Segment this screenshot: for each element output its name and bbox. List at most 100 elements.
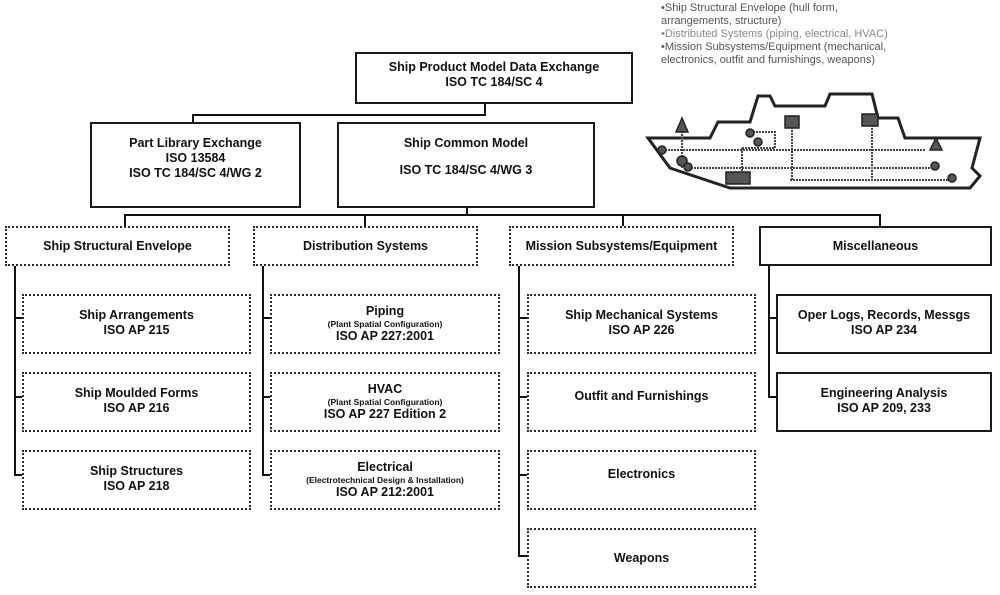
part-library-node: Part Library Exchange ISO 13584 ISO TC 1… (90, 122, 301, 208)
legend-line: •Mission Subsystems/Equipment (mechanica… (661, 41, 887, 53)
node-code: ISO 13584 (165, 151, 226, 165)
item-hvac: HVAC (Plant Spatial Configuration) ISO A… (270, 372, 500, 432)
category-title: Miscellaneous (832, 238, 919, 253)
item-subtitle: (Electrotechnical Design & Installation) (306, 475, 464, 485)
component-icon (930, 161, 940, 171)
category-title: Mission Subsystems/Equipment (525, 238, 718, 253)
connector-line (192, 114, 194, 122)
item-engineering-analysis: Engineering Analysis ISO AP 209, 233 (776, 372, 992, 432)
item-ship-structures: Ship Structures ISO AP 218 (22, 450, 251, 510)
connector-line (124, 214, 126, 226)
root-node: Ship Product Model Data Exchange ISO TC … (355, 52, 633, 104)
node-title: Part Library Exchange (129, 136, 262, 150)
ship-illustration (645, 92, 983, 190)
item-title: HVAC (367, 382, 403, 396)
connector-line (262, 474, 272, 476)
component-icon (745, 128, 755, 138)
connector-line (14, 317, 24, 319)
connector-line (466, 207, 468, 215)
ship-common-model-node: Ship Common Model ISO TC 184/SC 4/WG 3 (337, 122, 595, 208)
connector-line (768, 396, 778, 398)
legend-line: arrangements, structure) (661, 15, 782, 27)
item-title: Electrical (357, 460, 413, 474)
connector-line (622, 214, 624, 226)
ship-hull-outline (645, 92, 983, 190)
node-title: Ship Product Model Data Exchange (388, 60, 600, 74)
item-title: Ship Structures (89, 464, 184, 478)
item-title: Oper Logs, Records, Messgs (797, 308, 971, 322)
connector-line (518, 474, 528, 476)
equipment-icon (725, 171, 751, 185)
item-outfit-and-furnishings: Outfit and Furnishings (527, 372, 756, 432)
component-icon (947, 173, 957, 183)
equipment-icon (861, 113, 879, 127)
item-ship-moulded-forms: Ship Moulded Forms ISO AP 216 (22, 372, 251, 432)
component-icon (657, 145, 667, 155)
category-distribution-systems: Distribution Systems (253, 226, 478, 266)
system-line (742, 131, 776, 149)
legend-line: •Distributed Systems (piping, electrical… (661, 28, 888, 40)
connector-line (14, 396, 24, 398)
category-title: Distribution Systems (302, 238, 429, 253)
connector-line (124, 214, 881, 216)
item-code: ISO AP 227 Edition 2 (323, 407, 447, 421)
node-code: ISO TC 184/SC 4 (445, 75, 543, 89)
item-ship-arrangements: Ship Arrangements ISO AP 215 (22, 294, 251, 354)
item-code: ISO AP 226 (608, 323, 675, 337)
item-ship-mechanical-systems: Ship Mechanical Systems ISO AP 226 (527, 294, 756, 354)
item-title: Outfit and Furnishings (574, 389, 709, 403)
category-miscellaneous: Miscellaneous (759, 226, 992, 266)
item-code: ISO AP 212:2001 (336, 485, 434, 499)
item-piping: Piping (Plant Spatial Configuration) ISO… (270, 294, 500, 354)
category-title: Ship Structural Envelope (43, 238, 192, 253)
category-ship-structural-envelope: Ship Structural Envelope (5, 226, 230, 266)
item-title: Engineering Analysis (820, 386, 948, 400)
legend-line: •Ship Structural Envelope (hull form, (661, 2, 838, 14)
component-icon (753, 137, 763, 147)
item-title: Ship Mechanical Systems (565, 308, 718, 322)
item-electronics: Electronics (527, 450, 756, 510)
node-title: Ship Common Model (403, 136, 529, 150)
item-title: Electronics (607, 467, 676, 481)
item-oper-logs: Oper Logs, Records, Messgs ISO AP 234 (776, 294, 992, 354)
connector-line (768, 266, 770, 396)
item-weapons: Weapons (527, 528, 756, 588)
item-title: Piping (365, 304, 405, 318)
category-mission-subsystems: Mission Subsystems/Equipment (509, 226, 734, 266)
connector-line (262, 396, 272, 398)
item-title: Ship Arrangements (79, 308, 194, 322)
component-icon (676, 155, 688, 167)
item-electrical: Electrical (Electrotechnical Design & In… (270, 450, 500, 510)
connector-line (484, 104, 486, 116)
legend-line: electronics, outfit and furnishings, wea… (661, 54, 876, 66)
item-code: ISO AP 234 (850, 323, 917, 337)
item-code: ISO AP 215 (103, 323, 170, 337)
sensor-icon (674, 116, 690, 133)
node-code: ISO TC 184/SC 4/WG 3 (399, 163, 533, 177)
connector-line (518, 317, 528, 319)
connector-line (262, 317, 272, 319)
connector-line (768, 317, 778, 319)
component-icon (683, 162, 693, 172)
item-code: ISO AP 227:2001 (336, 329, 434, 343)
ship-legend: •Ship Structural Envelope (hull form, ar… (661, 2, 888, 67)
item-subtitle: (Plant Spatial Configuration) (327, 397, 443, 407)
equipment-icon (784, 115, 800, 129)
connector-line (14, 474, 24, 476)
item-code: ISO AP 209, 233 (837, 401, 931, 415)
connector-line (192, 114, 486, 116)
connector-line (518, 555, 528, 557)
item-title: Ship Moulded Forms (74, 386, 199, 400)
connector-line (518, 396, 528, 398)
item-code: ISO AP 216 (103, 401, 170, 415)
item-subtitle: (Plant Spatial Configuration) (327, 319, 443, 329)
sensor-icon (928, 136, 944, 151)
connector-line (518, 266, 520, 556)
item-title: Weapons (613, 550, 670, 565)
connector-line (364, 214, 366, 226)
connector-line (879, 214, 881, 226)
item-code: ISO AP 218 (103, 479, 170, 493)
connector-line (262, 266, 264, 474)
connector-line (14, 266, 16, 474)
node-code: ISO TC 184/SC 4/WG 2 (129, 166, 262, 180)
